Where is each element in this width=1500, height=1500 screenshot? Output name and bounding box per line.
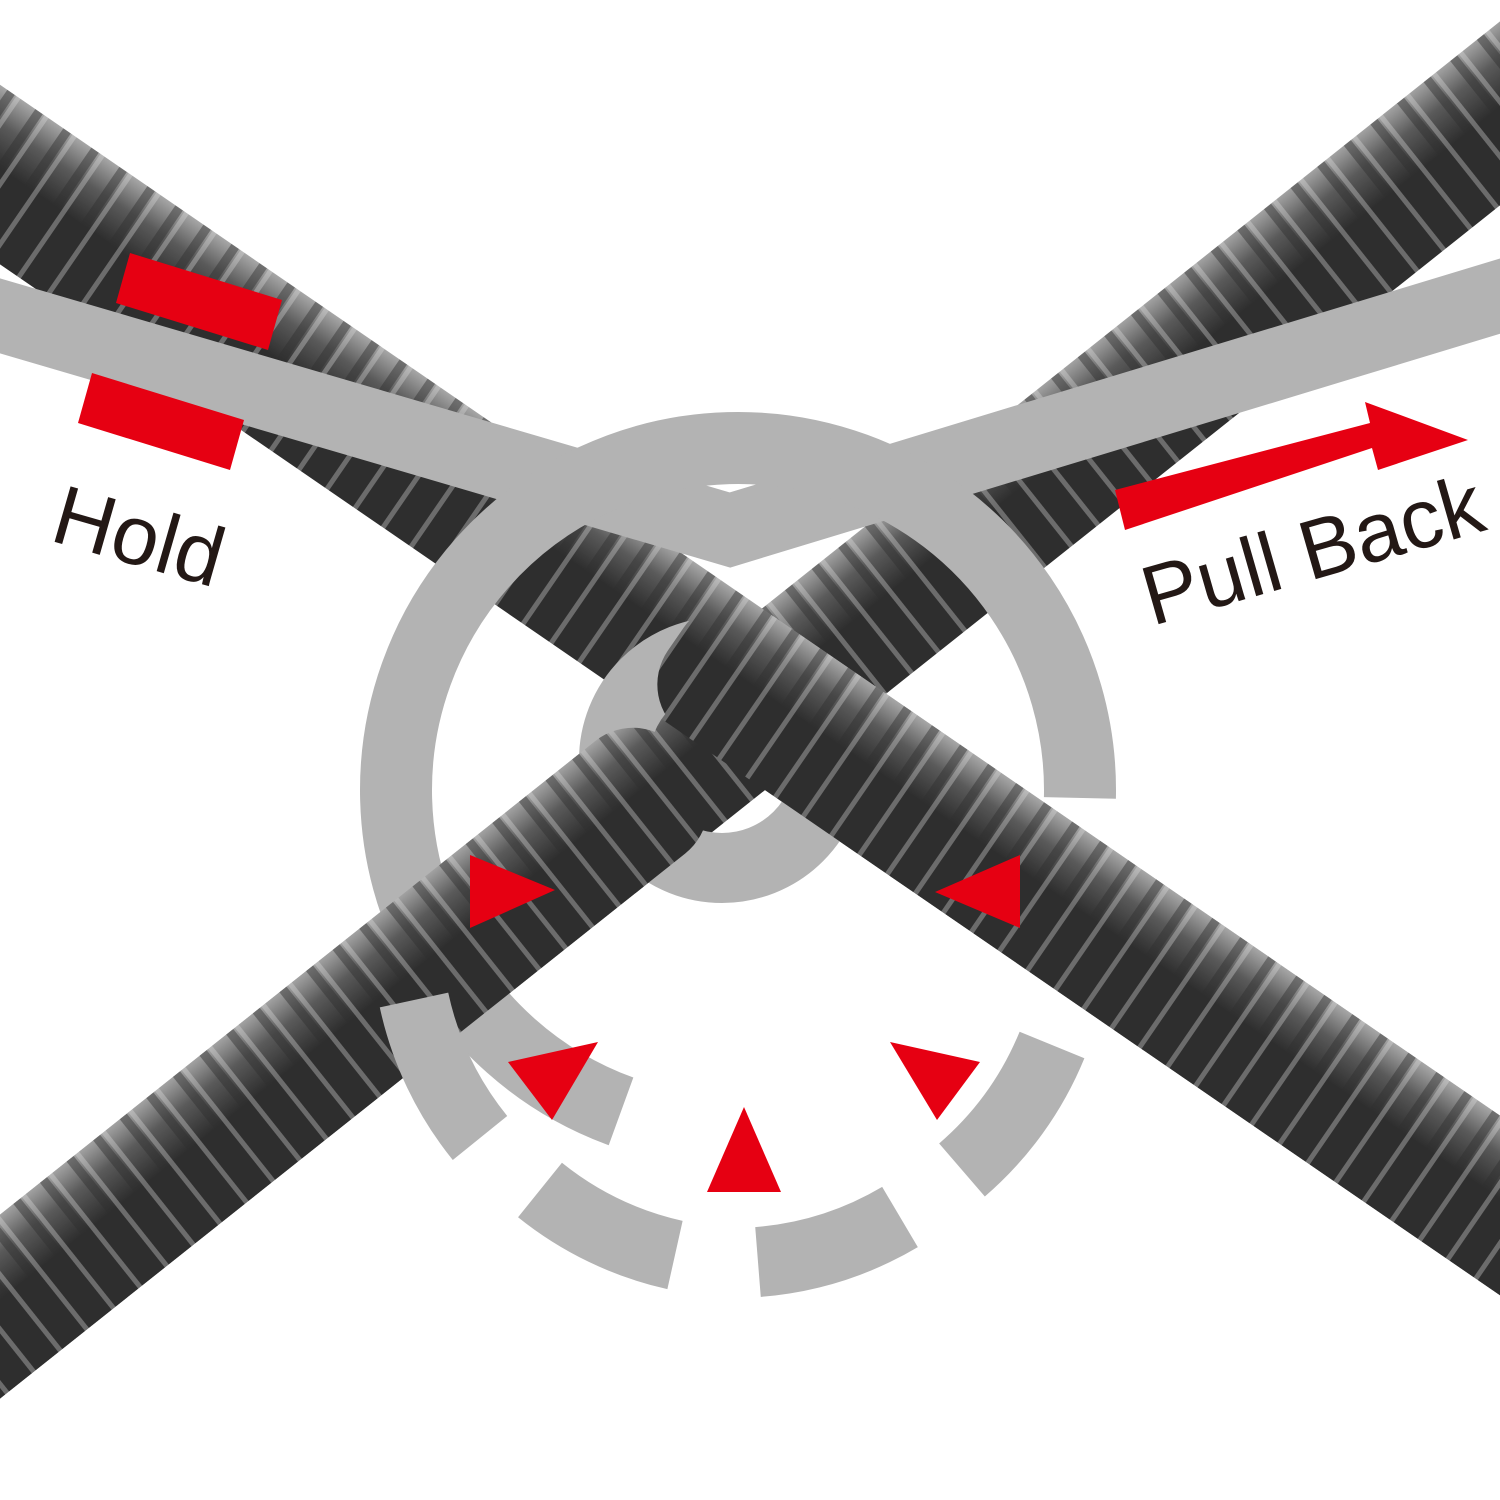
rotation-arc bbox=[379, 992, 1085, 1297]
pull-back-arrow-icon bbox=[1115, 402, 1468, 530]
hold-label: Hold bbox=[43, 467, 235, 605]
rebar-front-overlay bbox=[657, 601, 1500, 1413]
rotation-triangle-icon bbox=[470, 855, 1020, 1192]
hold-marker-icon bbox=[78, 253, 282, 470]
